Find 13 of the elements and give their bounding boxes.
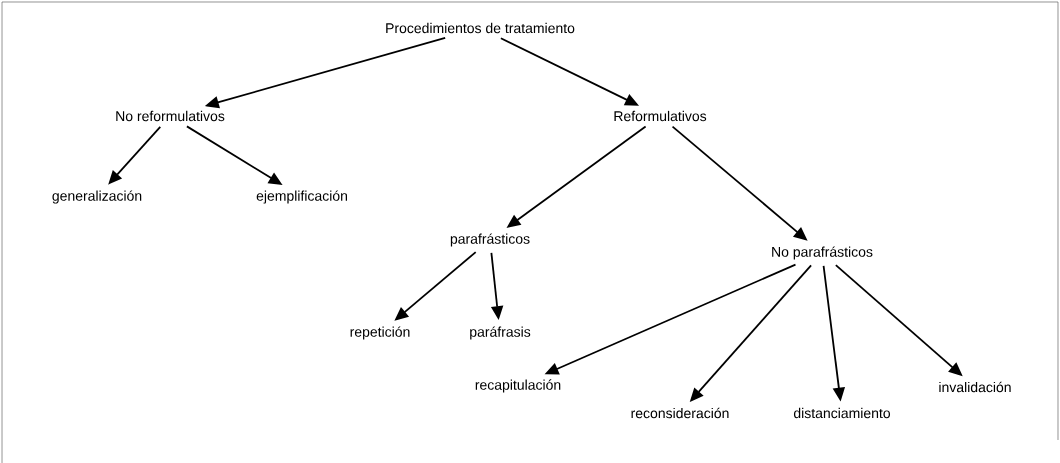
node-label: No parafrásticos <box>772 246 873 260</box>
node-label: reconsideración <box>631 407 729 419</box>
node-label: No reformulativos <box>116 110 225 122</box>
node-label: ejemplificación <box>256 190 347 204</box>
node-label: Reformulativos <box>614 110 707 122</box>
node-label: distanciamiento <box>793 407 891 419</box>
node-label: Procedimientos de tratamiento <box>386 22 575 34</box>
node-label: paráfrasis <box>470 326 531 340</box>
node-label: parafrásticos <box>450 233 530 247</box>
node-label: invalidación <box>939 381 1011 393</box>
node-label: generalización <box>52 190 142 204</box>
node-label: recapitulación <box>475 379 561 393</box>
node-label: repetición <box>350 326 410 340</box>
